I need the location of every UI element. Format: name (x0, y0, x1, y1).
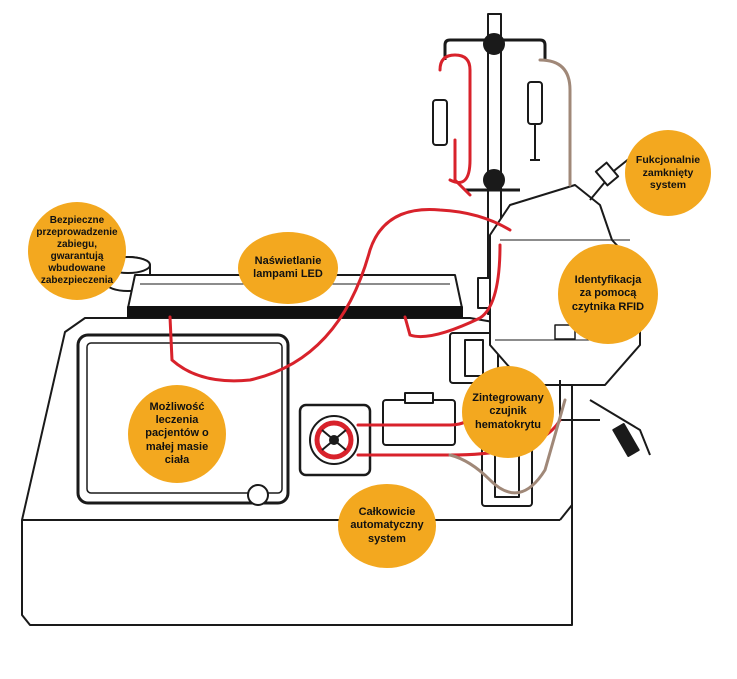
callout-closed-system-text: Fukcjonalnie zamknięty system (635, 154, 701, 192)
tube-brown-1 (538, 58, 572, 187)
callout-closed-system: Fukcjonalnie zamknięty system (625, 130, 711, 216)
callout-rfid-text: Identyfikacja za pomocą czytnika RFID (571, 274, 645, 313)
callout-safety: Bezpieczne przeprowadzenie zabiegu, gwar… (28, 202, 126, 300)
callout-hematocrit-text: Zintegrowany czujnik hematokrytu (472, 392, 544, 431)
callout-low-weight-text: Możliwość leczenia pacjentów o małej mas… (145, 401, 209, 466)
led-bar (127, 306, 463, 318)
callout-led: Naświetlanie lampami LED (238, 232, 338, 304)
tube-brown-2 (448, 398, 567, 495)
callout-automatic-text: Całkowicie automatyczny system (350, 506, 424, 545)
tube-red-1 (168, 208, 512, 383)
tube-red-3 (438, 53, 472, 184)
callout-low-weight: Możliwość leczenia pacjentów o małej mas… (128, 385, 226, 483)
callout-hematocrit: Zintegrowany czujnik hematokrytu (462, 366, 554, 458)
callout-led-text: Naświetlanie lampami LED (253, 254, 323, 280)
tube-red-2 (403, 243, 502, 339)
callout-rfid: Identyfikacja za pomocą czytnika RFID (558, 244, 658, 344)
callout-automatic: Całkowicie automatyczny system (338, 484, 436, 568)
screen-button (247, 484, 269, 506)
sensor-box (382, 399, 456, 446)
callout-safety-text: Bezpieczne przeprowadzenie zabiegu, gwar… (36, 215, 118, 286)
